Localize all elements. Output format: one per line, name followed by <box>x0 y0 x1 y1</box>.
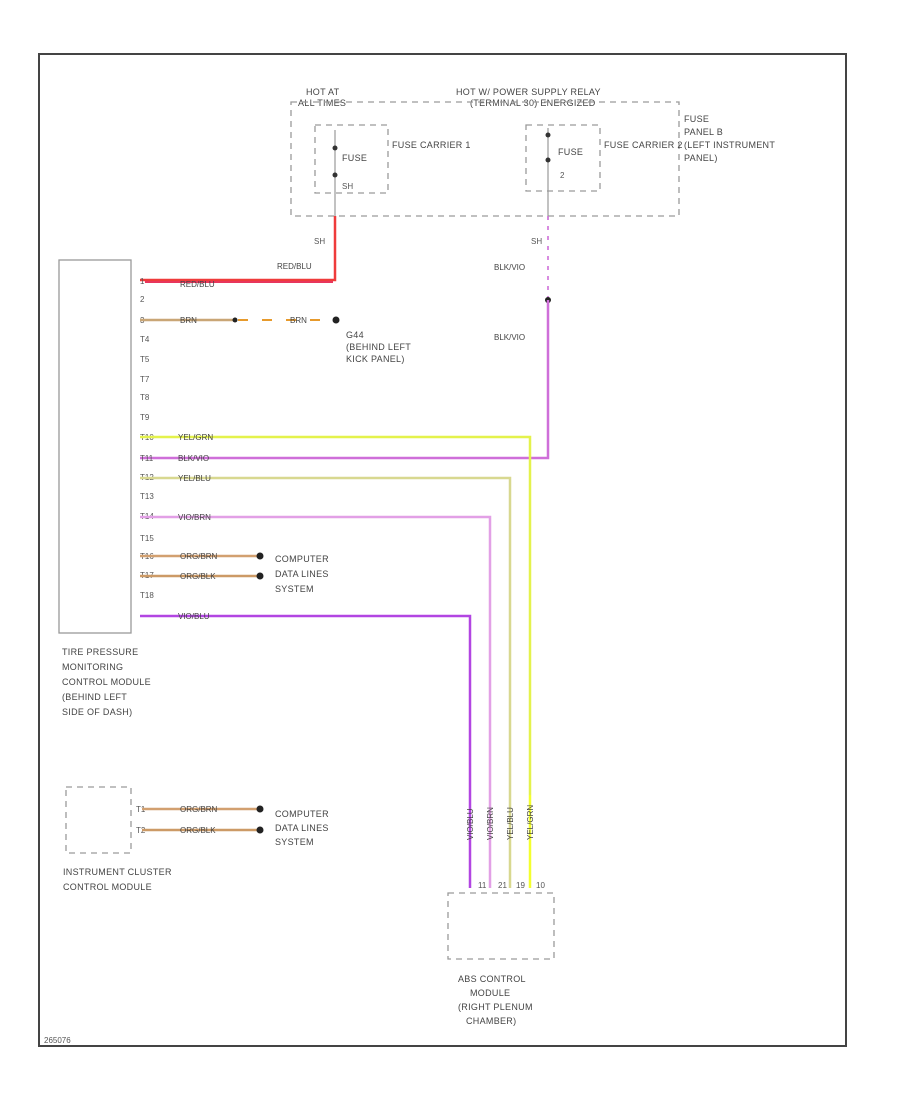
abs-label-2: MODULE <box>470 988 510 998</box>
fuse-panel-box <box>290 101 680 217</box>
cluster-org-blk-node <box>256 826 264 834</box>
abs-yel-grn-label: YEL/GRN <box>526 805 535 840</box>
tpms-pin-t11: T11 <box>140 454 154 463</box>
hot-at-all-times-label-2: ALL TIMES <box>298 98 346 108</box>
blk-vio-mid-label: BLK/VIO <box>494 333 525 342</box>
abs-vio-brn-label: VIO/BRN <box>486 807 495 840</box>
tpms-vio-brn-label: VIO/BRN <box>178 513 211 522</box>
instrument-cluster-box <box>65 786 132 854</box>
tpms-pin-t5: T5 <box>140 355 150 364</box>
tpms-org-blk-label: ORG/BLK <box>180 572 216 581</box>
tpms-pin-t15: T15 <box>140 534 154 543</box>
tpms-label-1: TIRE PRESSURE <box>62 647 138 657</box>
tpms-pin-t9: T9 <box>140 413 150 422</box>
tpms-brn-label: BRN <box>180 316 197 325</box>
brn-splice <box>232 317 238 323</box>
cluster-org-brn-label: ORG/BRN <box>180 805 218 814</box>
data-lines-2-label-3: SYSTEM <box>275 837 314 847</box>
blk-vio-wire <box>140 300 550 460</box>
fuse-panel-label-1: FUSE <box>684 114 709 124</box>
tpms-red-blu-label: RED/BLU <box>180 280 215 289</box>
tpms-pin-t8: T8 <box>140 393 150 402</box>
org-brn-node <box>256 552 264 560</box>
tpms-pin-t13: T13 <box>140 492 154 501</box>
abs-label-3: (RIGHT PLENUM <box>458 1002 533 1012</box>
right-fuse-label: FUSE <box>558 147 583 157</box>
tpms-label-4: (BEHIND LEFT <box>62 692 127 702</box>
left-fuse-label: FUSE <box>342 153 367 163</box>
yel-blu-wire <box>140 476 512 795</box>
tpms-label-2: MONITORING <box>62 662 123 672</box>
red-blu-wire-label-top: RED/BLU <box>277 262 312 271</box>
vio-blu-wire <box>140 614 472 795</box>
abs-pin-19: 19 <box>516 881 525 890</box>
blk-vio-top-label: BLK/VIO <box>494 263 525 272</box>
g44-label-2: (BEHIND LEFT <box>346 342 411 352</box>
fuse-carrier-2-label: FUSE CARRIER 2 <box>604 140 683 150</box>
cluster-label-1: INSTRUMENT CLUSTER <box>63 867 172 877</box>
tpms-label-3: CONTROL MODULE <box>62 677 151 687</box>
g44-label-3: KICK PANEL) <box>346 354 405 364</box>
abs-yel-blu-label: YEL/BLU <box>506 807 515 840</box>
left-fuse-pin: SH <box>342 182 353 191</box>
tpms-blk-vio-label: BLK/VIO <box>178 454 209 463</box>
fuse-panel-label-2: PANEL B <box>684 127 723 137</box>
sh-right-label: SH <box>531 237 542 246</box>
abs-pin-21: 21 <box>498 881 507 890</box>
hot-relay-label-2: (TERMINAL 30) ENERGIZED <box>470 98 596 108</box>
tpms-module-box <box>58 259 132 634</box>
cluster-pin-t1: T1 <box>136 805 146 814</box>
abs-module-box <box>447 892 555 960</box>
fuse-carrier-1-box <box>314 124 389 194</box>
right-fuse-pin: 2 <box>560 171 565 180</box>
data-lines-2-label-2: DATA LINES <box>275 823 329 833</box>
abs-pin-10: 10 <box>536 881 545 890</box>
fuse-carrier-1-label: FUSE CARRIER 1 <box>392 140 471 150</box>
yel-grn-wire <box>140 435 532 795</box>
data-lines-1-label-1: COMPUTER <box>275 554 329 564</box>
tpms-pin-t18: T18 <box>140 591 154 600</box>
org-blk-node <box>256 572 264 580</box>
vio-brn-wire <box>140 515 492 795</box>
data-lines-1-label-3: SYSTEM <box>275 584 314 594</box>
cluster-pin-t2: T2 <box>136 826 146 835</box>
tpms-yel-grn-label: YEL/GRN <box>178 433 213 442</box>
sh-left-label: SH <box>314 237 325 246</box>
cluster-label-2: CONTROL MODULE <box>63 882 152 892</box>
hot-relay-label-1: HOT W/ POWER SUPPLY RELAY <box>456 87 601 97</box>
g44-label-1: G44 <box>346 330 364 340</box>
data-lines-1-label-2: DATA LINES <box>275 569 329 579</box>
fuse-panel-label-4: PANEL) <box>684 153 718 163</box>
g44-ground-node <box>332 316 340 324</box>
tpms-label-5: SIDE OF DASH) <box>62 707 132 717</box>
abs-pin-11: 11 <box>478 881 487 890</box>
hot-at-all-times-label-1: HOT AT <box>306 87 340 97</box>
abs-vio-blu-label: VIO/BLU <box>466 808 475 840</box>
diagram-border <box>38 53 847 1047</box>
tpms-yel-blu-label: YEL/BLU <box>178 474 211 483</box>
brn-dash-label: BRN <box>290 316 307 325</box>
tpms-org-brn-label: ORG/BRN <box>180 552 218 561</box>
right-fuse-bottom-node <box>545 157 551 163</box>
left-fuse-bottom-node <box>332 172 338 178</box>
data-lines-2-label-1: COMPUTER <box>275 809 329 819</box>
red-blu-wire <box>140 216 337 282</box>
tpms-pin-1: 1 <box>140 277 145 286</box>
tpms-pin-t4: T4 <box>140 335 150 344</box>
left-fuse-top-node <box>332 145 338 151</box>
abs-label-1: ABS CONTROL <box>458 974 526 984</box>
tpms-pin-2: 2 <box>140 295 145 304</box>
figure-id: 265076 <box>44 1036 71 1045</box>
right-fuse-top-node <box>545 132 551 138</box>
fuse-panel-label-3: (LEFT INSTRUMENT <box>684 140 775 150</box>
tpms-pin-t7: T7 <box>140 375 150 384</box>
tpms-vio-blu-label: VIO/BLU <box>178 612 210 621</box>
cluster-org-blk-label: ORG/BLK <box>180 826 216 835</box>
fuse-carrier-2-box <box>525 124 601 192</box>
cluster-org-brn-node <box>256 805 264 813</box>
abs-label-4: CHAMBER) <box>466 1016 516 1026</box>
